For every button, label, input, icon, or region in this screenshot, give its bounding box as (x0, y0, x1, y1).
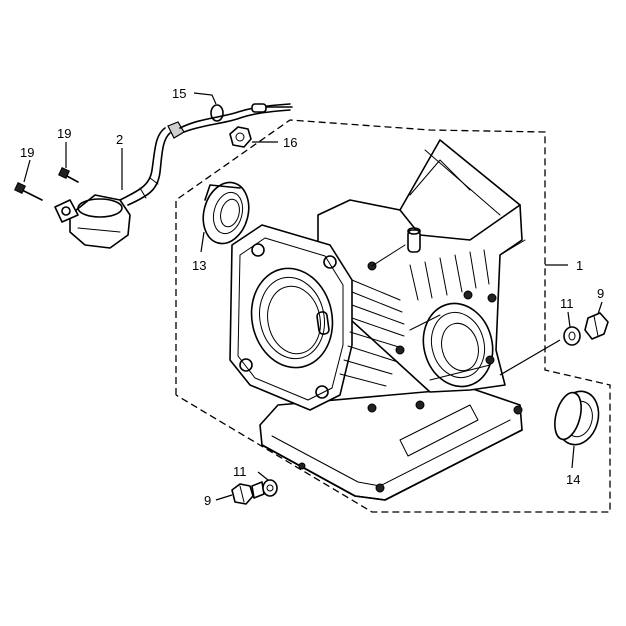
oil-seal-14 (554, 390, 600, 446)
leader-lines (23, 92, 603, 501)
callout-11-bottom: 11 (233, 464, 247, 479)
assembly-outline (175, 119, 611, 513)
callout-9-right: 9 (597, 286, 604, 301)
crankcase-block (229, 139, 526, 501)
oil-alert-switch (14, 103, 293, 249)
callout-16: 16 (283, 135, 297, 150)
callout-15: 15 (172, 86, 186, 101)
callout-2: 2 (116, 132, 123, 147)
callout-19-left: 19 (20, 145, 34, 160)
callout-9-bottom: 9 (204, 493, 211, 508)
callout-1: 1 (576, 258, 583, 273)
callout-14: 14 (566, 472, 580, 487)
drain-bolt-right (563, 312, 609, 346)
callout-11-right: 11 (560, 296, 574, 311)
oil-seal-13 (202, 181, 250, 245)
drain-bolt-bottom (231, 479, 278, 505)
callout-labels: 1 2 9 11 9 11 13 14 15 16 19 19 (20, 86, 604, 508)
callout-13: 13 (192, 258, 206, 273)
callout-19-upper: 19 (57, 126, 71, 141)
